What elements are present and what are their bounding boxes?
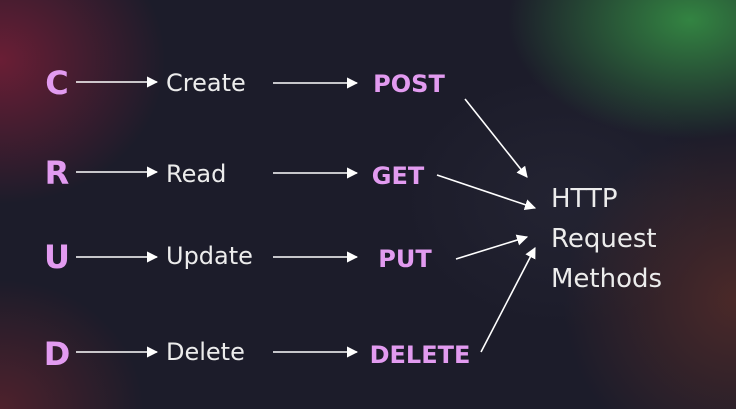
arrow-delete-to-http-methods	[480, 247, 536, 353]
method-delete: DELETE	[369, 341, 471, 369]
letter-c: C	[45, 64, 69, 102]
letter-r: R	[44, 154, 70, 192]
operation-update: Update	[166, 242, 253, 270]
method-post: POST	[373, 70, 445, 98]
letter-d: D	[43, 335, 71, 373]
target-line-methods: Methods	[551, 264, 663, 294]
target-line-http: HTTP	[551, 184, 618, 214]
method-get: GET	[371, 162, 425, 190]
operation-create: Create	[166, 69, 246, 97]
arrow-put-to-http-methods	[455, 234, 529, 260]
arrow-post-to-http-methods	[464, 98, 528, 178]
target-line-request: Request	[551, 224, 657, 254]
letter-u: U	[44, 238, 70, 276]
method-put: PUT	[378, 245, 432, 273]
arrow-get-to-http-methods	[436, 174, 537, 211]
operation-delete: Delete	[166, 338, 245, 366]
operation-read: Read	[166, 160, 227, 188]
